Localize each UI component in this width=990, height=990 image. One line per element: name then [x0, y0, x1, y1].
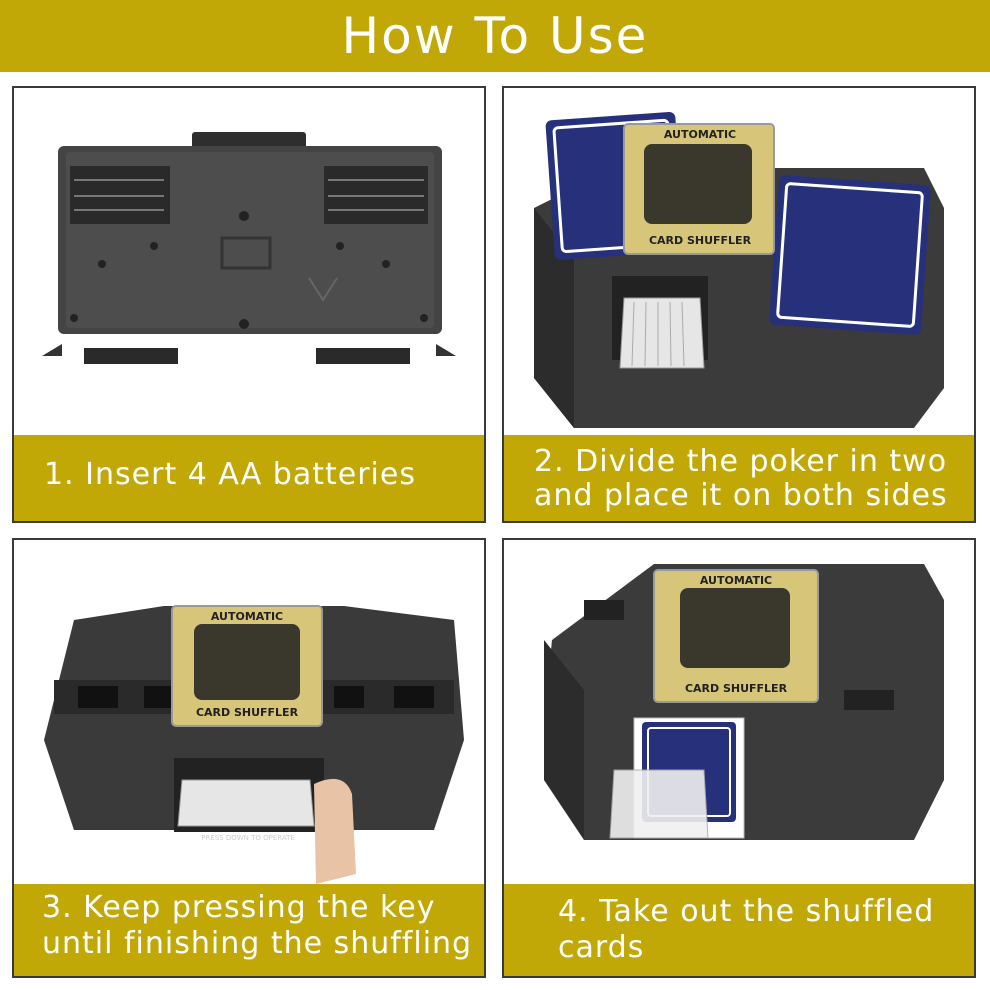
step-1-caption: 1. Insert 4 AA batteries	[14, 435, 484, 521]
step-2-text: 2. Divide the poker in two and place it …	[534, 444, 948, 513]
press-text: PRESS DOWN TO OPERATE	[201, 834, 295, 842]
step-3-caption: 3. Keep pressing the key until finishing…	[14, 884, 484, 976]
battery-compartment-image	[42, 132, 456, 364]
device-label-bottom-4: CARD SHUFFLER	[685, 682, 788, 695]
step-2-panel: AUTOMATIC CARD SHUFFLER 2. Divide the po…	[502, 86, 976, 523]
cards-loaded-image: AUTOMATIC CARD SHUFFLER	[534, 111, 944, 428]
step-3-panel: AUTOMATIC CARD SHUFFLER PRESS DOWN TO OP…	[12, 538, 486, 978]
step-1-text: 1. Insert 4 AA batteries	[44, 457, 416, 492]
device-label-bottom: CARD SHUFFLER	[649, 234, 752, 247]
step-4-caption: 4. Take out the shuffled cards	[504, 884, 974, 976]
device-label-top-3: AUTOMATIC	[211, 610, 283, 623]
header-banner: How To Use	[0, 0, 990, 72]
pressing-key-image: AUTOMATIC CARD SHUFFLER PRESS DOWN TO OP…	[44, 605, 464, 884]
step-2-caption: 2. Divide the poker in two and place it …	[504, 435, 974, 521]
step-4-panel: AUTOMATIC CARD SHUFFLER 4. Take out the …	[502, 538, 976, 978]
step-3-text: 3. Keep pressing the key until finishing…	[42, 890, 473, 961]
device-label-top: AUTOMATIC	[664, 128, 736, 141]
device-label-top-4: AUTOMATIC	[700, 574, 772, 587]
shuffled-cards-image: AUTOMATIC CARD SHUFFLER	[544, 564, 944, 840]
device-label-bottom-3: CARD SHUFFLER	[196, 706, 299, 719]
page-title: How To Use	[341, 7, 649, 65]
step-1-panel: 1. Insert 4 AA batteries	[12, 86, 486, 523]
step-4-text: 4. Take out the shuffled cards	[558, 894, 935, 965]
